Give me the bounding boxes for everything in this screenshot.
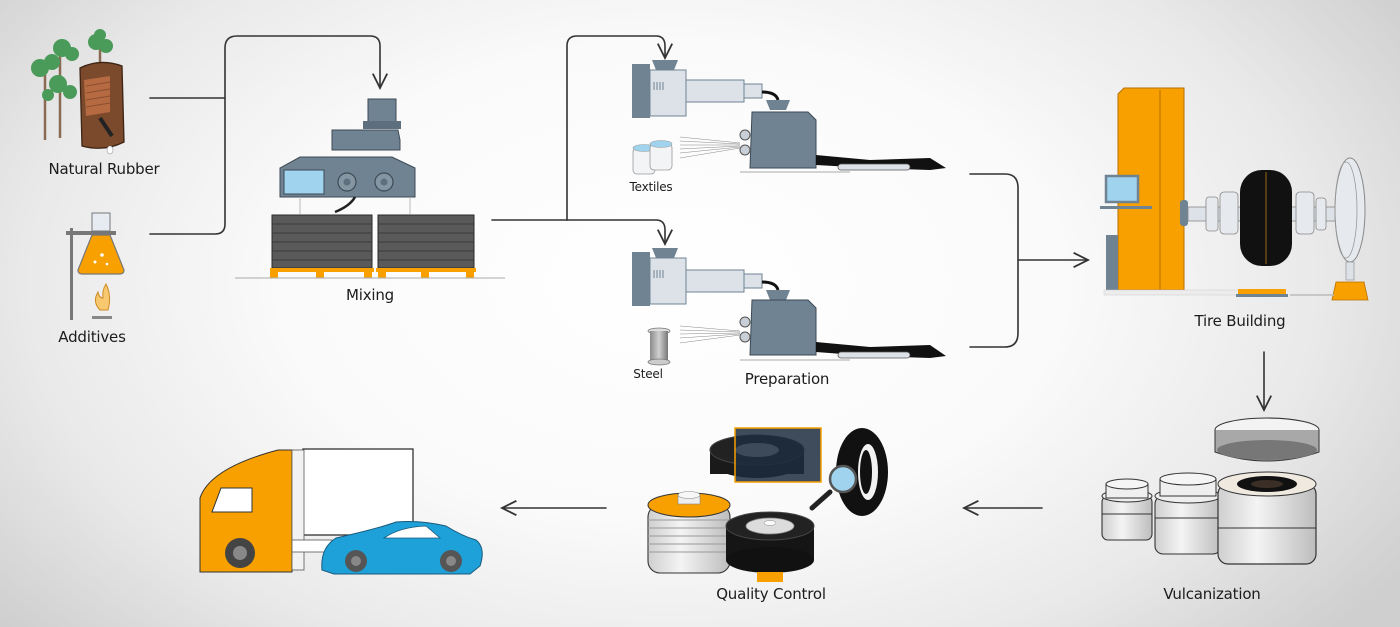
- label-steel: Steel: [633, 367, 663, 381]
- label-preparation: Preparation: [744, 370, 830, 388]
- extruder-calender-icon: [632, 60, 946, 361]
- extruder-top: [632, 60, 946, 173]
- label-mixing: Mixing: [346, 286, 394, 304]
- connector-to-textiles: [566, 35, 665, 221]
- connector-prep-top-out: [969, 173, 1019, 348]
- rubber-stack-left: [271, 214, 373, 269]
- magnifying-glass-icon: [809, 464, 858, 511]
- vulcanization-press-icon: [1101, 417, 1320, 565]
- steel-wire-spool-icon: [647, 327, 671, 366]
- flow-connectors: [149, 35, 1264, 508]
- tire-building-drum-icon: [1100, 87, 1369, 301]
- tire-inspection-icon: [647, 427, 888, 582]
- label-quality-control: Quality Control: [716, 585, 826, 603]
- press-large: [1217, 471, 1317, 565]
- rubber-stack-right: [377, 214, 475, 269]
- truck-icon: [199, 448, 414, 573]
- label-additives: Additives: [58, 328, 126, 346]
- press-small: [1101, 478, 1153, 541]
- mixing-machine-icon: [235, 98, 505, 279]
- textile-spools-icon: [632, 140, 673, 175]
- extruder-bottom: [632, 248, 946, 361]
- label-natural-rubber: Natural Rubber: [48, 160, 160, 178]
- label-textiles: Textiles: [629, 180, 673, 194]
- upright-tire: [836, 428, 888, 516]
- press-medium: [1154, 472, 1222, 555]
- truck-and-car-icon: [199, 448, 483, 575]
- label-vulcanization: Vulcanization: [1163, 585, 1261, 603]
- lab-flask-burner-icon: [66, 212, 125, 320]
- press-lid: [1214, 417, 1320, 462]
- connector-to-steel: [566, 219, 665, 244]
- tire-on-wheel: [725, 511, 815, 582]
- spool-drum: [647, 491, 731, 574]
- rubber-tree-tapping-icon: [31, 29, 125, 155]
- connector-additives-to-merge: [149, 35, 380, 235]
- car-icon: [321, 521, 483, 575]
- label-tire-building: Tire Building: [1194, 312, 1286, 330]
